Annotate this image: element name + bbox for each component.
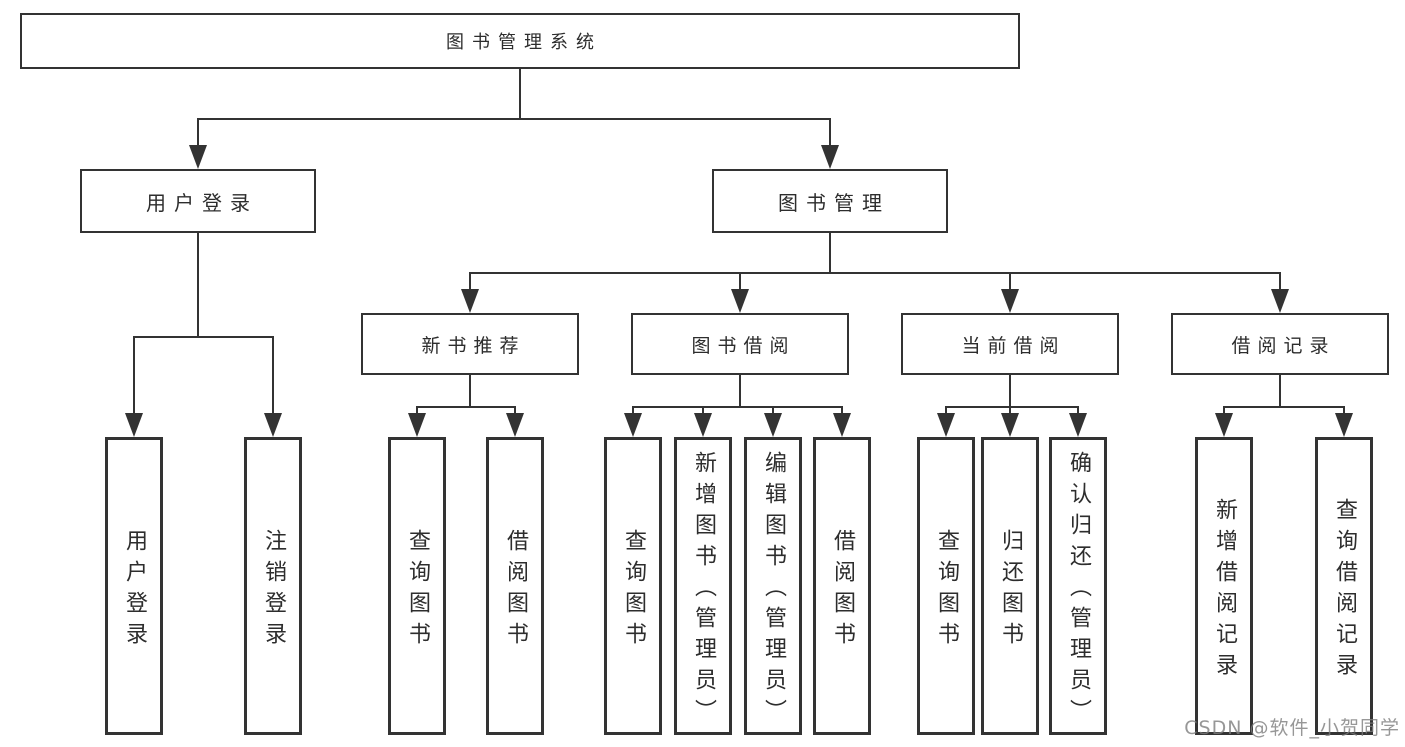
connector-line xyxy=(1009,374,1011,408)
connector-line xyxy=(133,337,135,420)
leaf-confirm-return-admin-label: 确认归还（管理员） xyxy=(1066,451,1091,730)
node-borrowing-records: 借阅记录 xyxy=(1171,313,1389,375)
node-borrowing-records-label: 借阅记录 xyxy=(1231,334,1336,357)
leaf-add-book-admin-label: 新增图书（管理员） xyxy=(691,451,716,730)
connector-line xyxy=(469,273,471,295)
arrowhead-icon xyxy=(461,289,479,313)
connector-line xyxy=(469,374,471,408)
leaf-edit-book-admin-label: 编辑图书（管理员） xyxy=(761,451,786,730)
leaf-query-books-recommend: 查询图书 xyxy=(388,437,446,735)
node-book-management-label: 图书管理 xyxy=(778,190,890,215)
arrowhead-icon xyxy=(1069,413,1087,437)
arrowhead-icon xyxy=(937,413,955,437)
connector-line xyxy=(829,232,831,274)
connector-line xyxy=(519,69,521,119)
arrowhead-icon xyxy=(764,413,782,437)
leaf-return-book-label: 归还图书 xyxy=(998,528,1023,653)
arrowhead-icon xyxy=(1271,289,1289,313)
node-new-book-recommend-label: 新书推荐 xyxy=(421,334,526,357)
connector-line xyxy=(197,233,199,338)
node-user-login: 用户登录 xyxy=(80,169,316,233)
connector-line xyxy=(829,119,831,151)
connector-line xyxy=(197,119,199,151)
leaf-query-books-current-label: 查询图书 xyxy=(934,528,959,653)
leaf-logout: 注销登录 xyxy=(244,437,302,735)
leaf-query-books-recommend-label: 查询图书 xyxy=(405,528,430,653)
arrowhead-icon xyxy=(506,413,524,437)
arrowhead-icon xyxy=(408,413,426,437)
arrowhead-icon xyxy=(264,413,282,437)
arrowhead-icon xyxy=(821,145,839,169)
arrowhead-icon xyxy=(1001,413,1019,437)
arrowhead-icon xyxy=(1335,413,1353,437)
arrowhead-icon xyxy=(1215,413,1233,437)
leaf-user-login-label: 用户登录 xyxy=(122,528,147,653)
leaf-query-books-borrowing: 查询图书 xyxy=(604,437,662,735)
leaf-confirm-return-admin: 确认归还（管理员） xyxy=(1049,437,1107,735)
leaf-add-borrow-record-label: 新增借阅记录 xyxy=(1212,497,1237,684)
connector-line xyxy=(1279,374,1281,408)
leaf-borrow-books-borrowing-label: 借阅图书 xyxy=(830,528,855,653)
node-current-borrowing: 当前借阅 xyxy=(901,313,1119,375)
arrowhead-icon xyxy=(189,145,207,169)
connector-line xyxy=(632,406,843,408)
connector-line xyxy=(469,272,1281,274)
arrowhead-icon xyxy=(1001,289,1019,313)
leaf-borrow-books-recommend: 借阅图书 xyxy=(486,437,544,735)
leaf-borrow-books-recommend-label: 借阅图书 xyxy=(503,528,528,653)
node-book-borrowing: 图书借阅 xyxy=(631,313,849,375)
leaf-return-book: 归还图书 xyxy=(981,437,1039,735)
connector-line xyxy=(739,374,741,408)
node-book-management: 图书管理 xyxy=(712,169,948,233)
arrowhead-icon xyxy=(624,413,642,437)
arrowhead-icon xyxy=(694,413,712,437)
node-new-book-recommend: 新书推荐 xyxy=(361,313,579,375)
connector-line xyxy=(416,406,516,408)
node-current-borrowing-label: 当前借阅 xyxy=(961,334,1066,357)
arrowhead-icon xyxy=(731,289,749,313)
leaf-borrow-books-borrowing: 借阅图书 xyxy=(813,437,871,735)
leaf-query-books-borrowing-label: 查询图书 xyxy=(621,528,646,653)
connector-line xyxy=(1009,273,1011,295)
node-book-borrowing-label: 图书借阅 xyxy=(691,334,796,357)
connector-line xyxy=(739,273,741,295)
leaf-add-book-admin: 新增图书（管理员） xyxy=(674,437,732,735)
csdn-watermark: CSDN @软件_小贺同学 xyxy=(1184,717,1400,739)
connector-line xyxy=(272,337,274,420)
connector-line xyxy=(133,336,274,338)
leaf-query-borrow-record: 查询借阅记录 xyxy=(1315,437,1373,735)
leaf-query-borrow-record-label: 查询借阅记录 xyxy=(1332,497,1357,684)
leaf-add-borrow-record: 新增借阅记录 xyxy=(1195,437,1253,735)
connector-line xyxy=(1223,406,1345,408)
leaf-logout-label: 注销登录 xyxy=(261,528,286,653)
node-root: 图书管理系统 xyxy=(20,13,1020,69)
leaf-user-login: 用户登录 xyxy=(105,437,163,735)
node-user-login-label: 用户登录 xyxy=(146,190,258,215)
leaf-edit-book-admin: 编辑图书（管理员） xyxy=(744,437,802,735)
leaf-query-books-current: 查询图书 xyxy=(917,437,975,735)
connector-line xyxy=(197,118,831,120)
connector-line xyxy=(945,406,1079,408)
connector-line xyxy=(1279,273,1281,295)
node-root-label: 图书管理系统 xyxy=(446,32,602,53)
arrowhead-icon xyxy=(125,413,143,437)
arrowhead-icon xyxy=(833,413,851,437)
